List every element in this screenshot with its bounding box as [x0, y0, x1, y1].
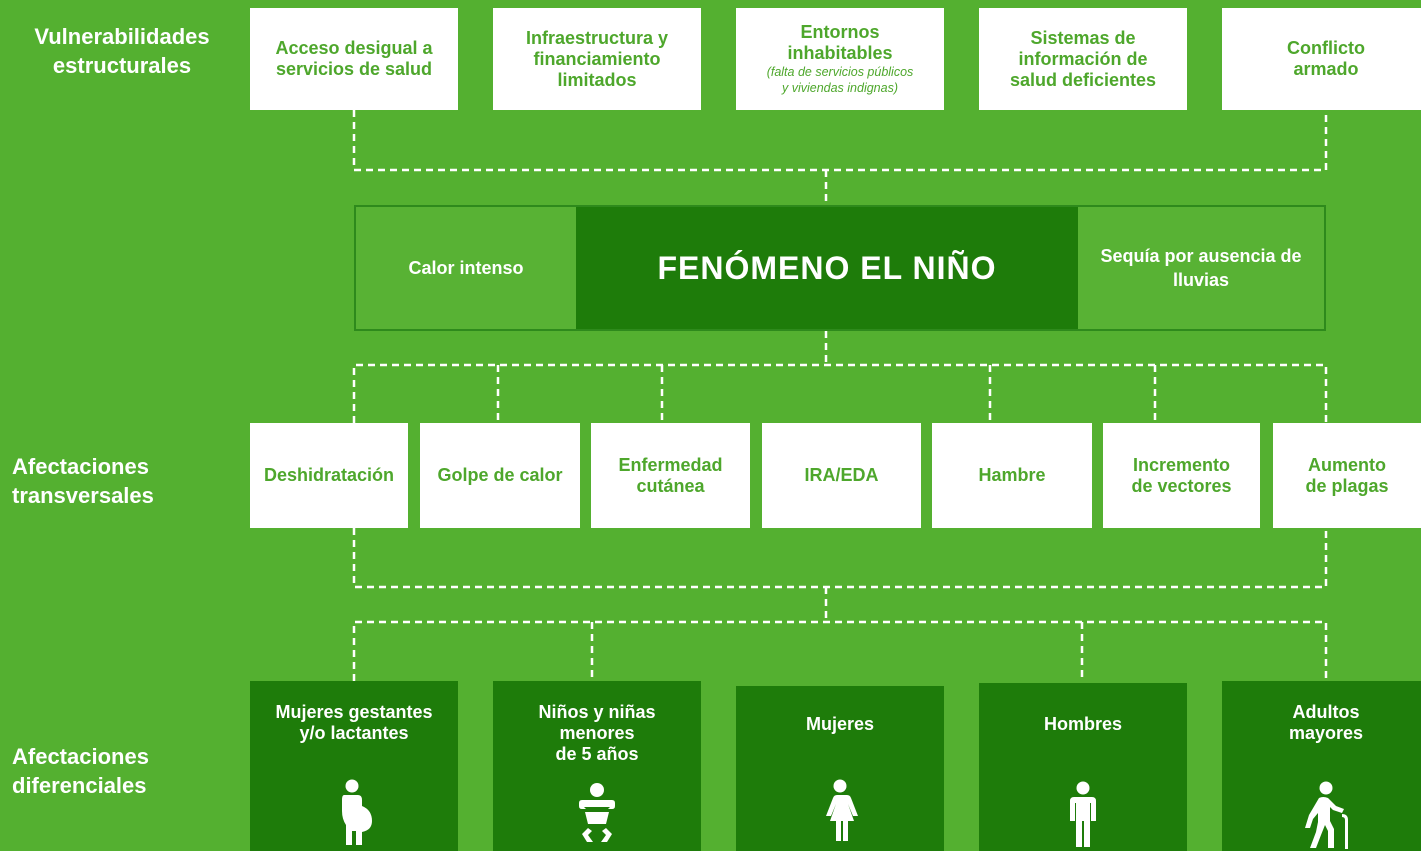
row-label-transversales: Afectaciones transversales [12, 454, 154, 508]
vulnerability-box: Acceso desigual a servicios de salud [250, 8, 458, 110]
population-label: Mujeres [805, 714, 875, 734]
fenomeno-right-cause: Sequía por ausencia de lluvias [1078, 207, 1324, 329]
transversal-label: Enfermedad cutánea [618, 454, 723, 496]
row-label-diferenciales: Afectaciones diferenciales [12, 744, 149, 798]
vulnerability-box: Infraestructura y financiamiento limitad… [493, 8, 701, 110]
population-box: Adultos mayores [1222, 681, 1421, 851]
vulnerability-label: Acceso desigual a servicios de salud [275, 38, 433, 79]
transversal-label: Aumento de plagas [1305, 454, 1389, 496]
transversal-box: Aumento de plagas [1273, 423, 1421, 528]
vulnerability-label: Sistemas de información de salud deficie… [1009, 27, 1157, 90]
row-label-vulnerabilidades: Vulnerabilidades estructurales [34, 24, 210, 78]
population-box: Hombres [979, 683, 1187, 851]
population-box: Niños y niñas menores de 5 años [493, 681, 701, 851]
pregnant-woman-icon [342, 779, 372, 845]
transversal-box: Golpe de calor [420, 423, 580, 528]
baby-icon [579, 783, 615, 842]
population-label: Hombres [1043, 714, 1123, 734]
transversal-label: Golpe de calor [437, 465, 563, 485]
vulnerability-note: (falta de servicios públicos y viviendas… [766, 65, 914, 95]
vulnerability-box: Entornos inhabitables (falta de servicio… [736, 8, 944, 110]
fenomeno-band: Calor intenso FENÓMENO EL NIÑO Sequía po… [354, 205, 1326, 331]
man-icon [1070, 781, 1096, 847]
transversal-label: Incremento de vectores [1131, 454, 1232, 496]
elderly-person-icon [1305, 781, 1348, 849]
transversal-box: Incremento de vectores [1103, 423, 1260, 528]
vulnerability-box: Sistemas de información de salud deficie… [979, 8, 1187, 110]
transversal-label: IRA/EDA [804, 465, 879, 485]
population-label: Adultos mayores [1288, 702, 1364, 743]
population-label: Mujeres gestantes y/o lactantes [275, 702, 433, 743]
fenomeno-title: FENÓMENO EL NIÑO [576, 207, 1078, 329]
population-label: Niños y niñas menores de 5 años [538, 702, 656, 764]
connector-lower [352, 528, 1328, 589]
woman-icon [826, 779, 858, 841]
transversal-box: Hambre [932, 423, 1092, 528]
transversal-box: Deshidratación [250, 423, 408, 528]
vulnerability-box: Conflicto armado [1222, 8, 1421, 110]
vulnerability-label: Conflicto armado [1287, 38, 1365, 79]
vulnerability-label: Infraestructura y financiamiento limitad… [525, 27, 669, 90]
transversal-box: IRA/EDA [762, 423, 921, 528]
connector-top [352, 110, 1328, 172]
fenomeno-left-cause: Calor intenso [356, 207, 576, 329]
vulnerability-label: Entornos inhabitables [787, 22, 893, 63]
transversal-label: Hambre [978, 465, 1046, 485]
population-box: Mujeres [736, 686, 944, 851]
connector-middle [352, 363, 1328, 423]
transversal-box: Enfermedad cutánea [591, 423, 750, 528]
connector-bottom [352, 620, 1328, 681]
transversal-label: Deshidratación [263, 465, 395, 485]
population-box: Mujeres gestantes y/o lactantes [250, 681, 458, 851]
